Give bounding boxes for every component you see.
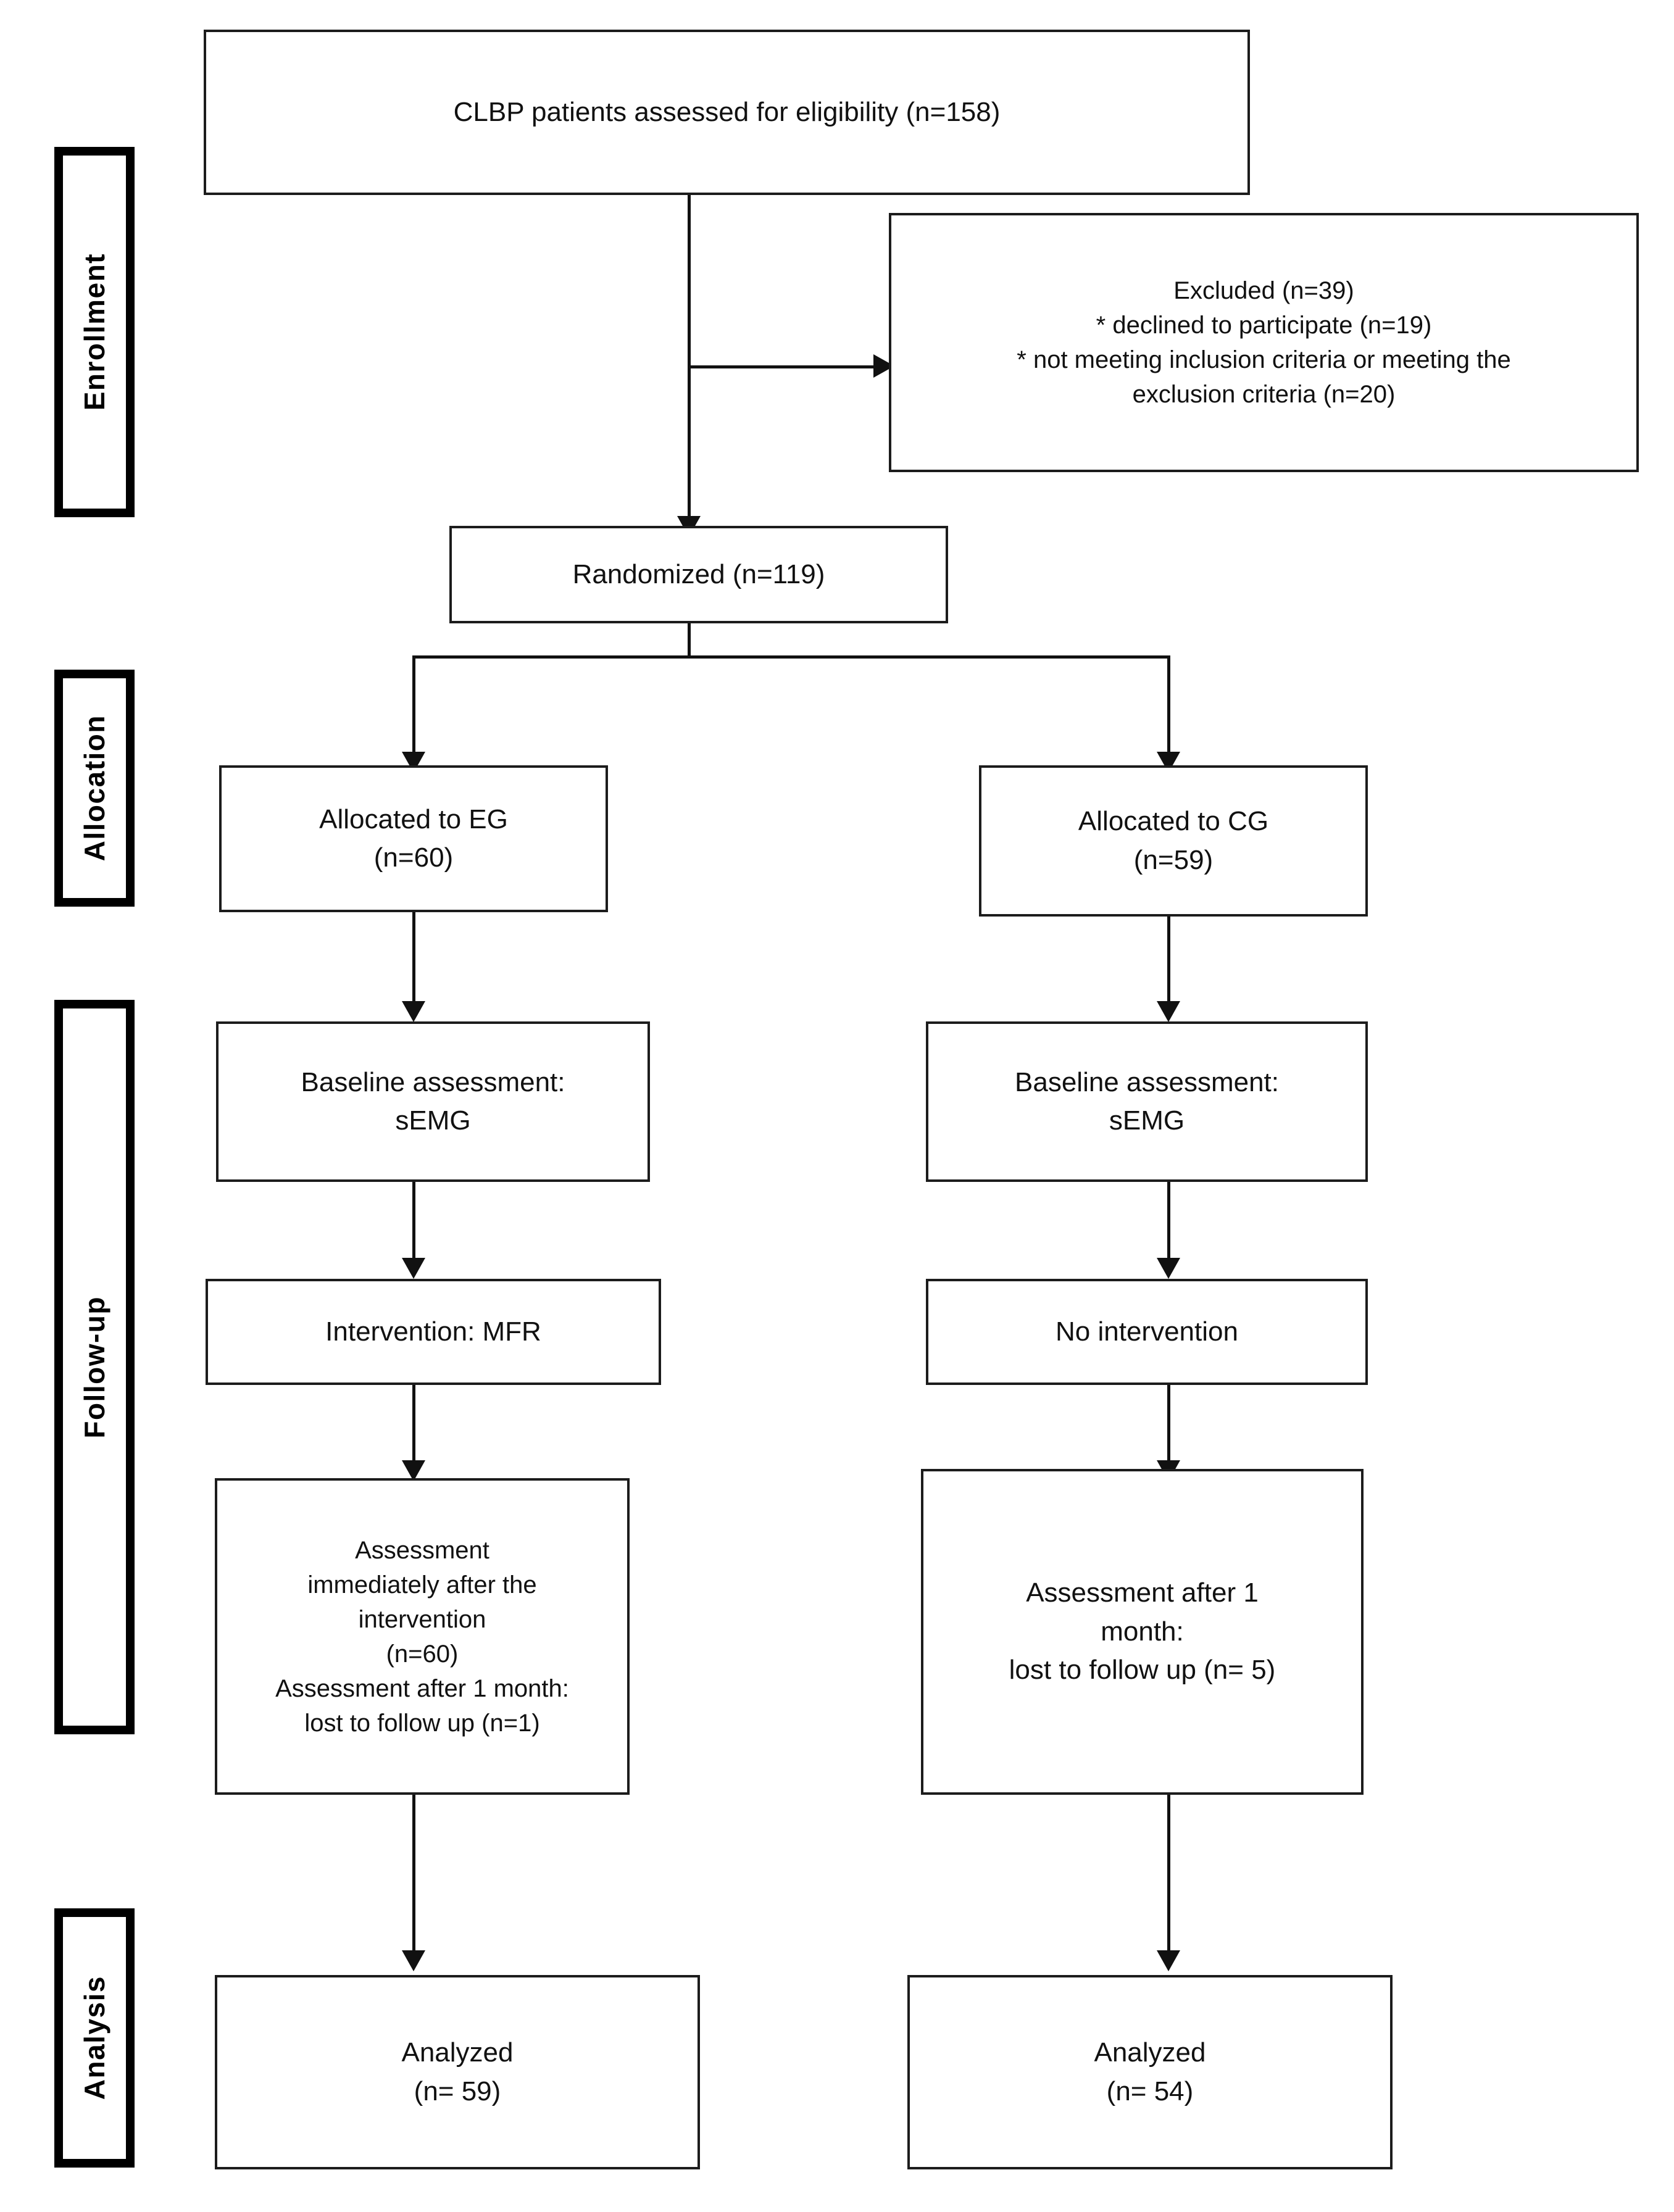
- arrow-eg-baseline-to-intervention: [402, 1258, 425, 1279]
- box-allocated-eg: Allocated to EG (n=60): [219, 765, 608, 912]
- box-intervention-cg-text: No intervention: [1056, 1316, 1238, 1347]
- connector-cg-alloc-to-baseline: [1167, 908, 1170, 1013]
- box-followup-cg-text: Assessment after 1 month: lost to follow…: [1009, 1578, 1276, 1686]
- arrow-eg-intervention-to-followup: [402, 1460, 425, 1481]
- box-baseline-assessment-eg-text: Baseline assessment: sEMG: [301, 1066, 565, 1136]
- box-followup-eg: Assessment immediately after the interve…: [215, 1478, 630, 1795]
- connector-cg-followup-to-analyzed: [1167, 1790, 1170, 1964]
- arrow-cg-followup-to-analyzed: [1157, 1950, 1180, 1971]
- phase-label-enrollment-text: Enrollment: [78, 253, 110, 411]
- arrow-cg-baseline-to-intervention: [1157, 1258, 1180, 1279]
- connector-split-left: [412, 655, 415, 762]
- box-randomized: Randomized (n=119): [449, 526, 948, 623]
- connector-eg-baseline-to-intervention: [412, 1178, 415, 1270]
- box-intervention-cg: No intervention: [926, 1279, 1368, 1385]
- connector-cg-intervention-to-followup: [1167, 1382, 1170, 1473]
- box-allocated-eg-text: Allocated to EG (n=60): [319, 804, 508, 873]
- arrow-cg-alloc-to-baseline: [1157, 1001, 1180, 1022]
- box-analyzed-eg-text: Analyzed (n= 59): [401, 2037, 514, 2106]
- box-followup-cg: Assessment after 1 month: lost to follow…: [921, 1469, 1364, 1795]
- connector-cg-baseline-to-intervention: [1167, 1178, 1170, 1270]
- phase-label-allocation-text: Allocation: [78, 715, 110, 862]
- box-analyzed-cg: Analyzed (n= 54): [907, 1975, 1393, 2169]
- arrow-eg-followup-to-analyzed: [402, 1950, 425, 1971]
- box-baseline-assessment-cg-text: Baseline assessment: sEMG: [1015, 1066, 1279, 1136]
- connector-to-excluded: [688, 365, 879, 368]
- box-analyzed-eg: Analyzed (n= 59): [215, 1975, 700, 2169]
- connector-eg-followup-to-analyzed: [412, 1790, 415, 1964]
- phase-label-enrollment: Enrollment: [54, 147, 135, 517]
- connector-split-right: [1167, 655, 1170, 762]
- phase-label-followup-text: Follow-up: [78, 1295, 110, 1439]
- box-intervention-eg: Intervention: MFR: [206, 1279, 661, 1385]
- connector-randomized-stem: [688, 618, 691, 657]
- arrow-eg-alloc-to-baseline: [402, 1001, 425, 1022]
- box-excluded: Excluded (n=39) * declined to participat…: [889, 213, 1639, 472]
- box-baseline-assessment-cg: Baseline assessment: sEMG: [926, 1021, 1368, 1182]
- box-assessed-text: CLBP patients assessed for eligibility (…: [453, 96, 1001, 127]
- box-followup-eg-text: Assessment immediately after the interve…: [275, 1536, 569, 1737]
- phase-label-analysis: Analysis: [54, 1908, 135, 2168]
- connector-assessed-trunk: [688, 193, 691, 536]
- box-analyzed-cg-text: Analyzed (n= 54): [1094, 2037, 1206, 2106]
- box-allocated-cg: Allocated to CG (n=59): [979, 765, 1368, 917]
- box-allocated-cg-text: Allocated to CG (n=59): [1078, 806, 1269, 875]
- box-excluded-text: Excluded (n=39) * declined to participat…: [1017, 277, 1511, 408]
- box-intervention-eg-text: Intervention: MFR: [325, 1316, 541, 1347]
- connector-eg-intervention-to-followup: [412, 1382, 415, 1473]
- connector-split-bus: [412, 655, 1170, 659]
- box-assessed-for-eligibility: CLBP patients assessed for eligibility (…: [204, 30, 1250, 195]
- box-randomized-text: Randomized (n=119): [572, 559, 825, 589]
- phase-label-analysis-text: Analysis: [78, 1976, 110, 2100]
- phase-label-followup: Follow-up: [54, 1000, 135, 1734]
- phase-label-allocation: Allocation: [54, 670, 135, 907]
- box-baseline-assessment-eg: Baseline assessment: sEMG: [216, 1021, 650, 1182]
- connector-eg-alloc-to-baseline: [412, 908, 415, 1013]
